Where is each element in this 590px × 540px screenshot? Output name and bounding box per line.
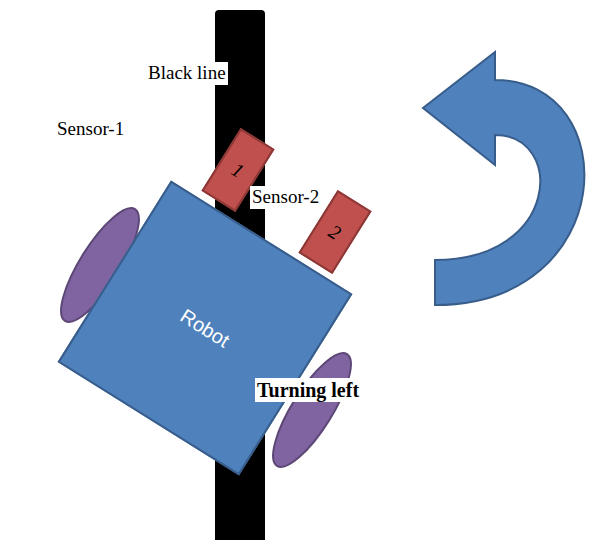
sensor-number: 2 [325, 220, 346, 245]
line-label: Black line [146, 62, 228, 85]
sensor-label: Sensor-1 [55, 118, 126, 141]
turn-arrow [423, 52, 584, 305]
sensor-number: 1 [228, 158, 249, 183]
sensor-label: Sensor-2 [250, 186, 321, 209]
robot-label: Robot [176, 304, 233, 352]
action-label: Turning left [255, 378, 361, 402]
